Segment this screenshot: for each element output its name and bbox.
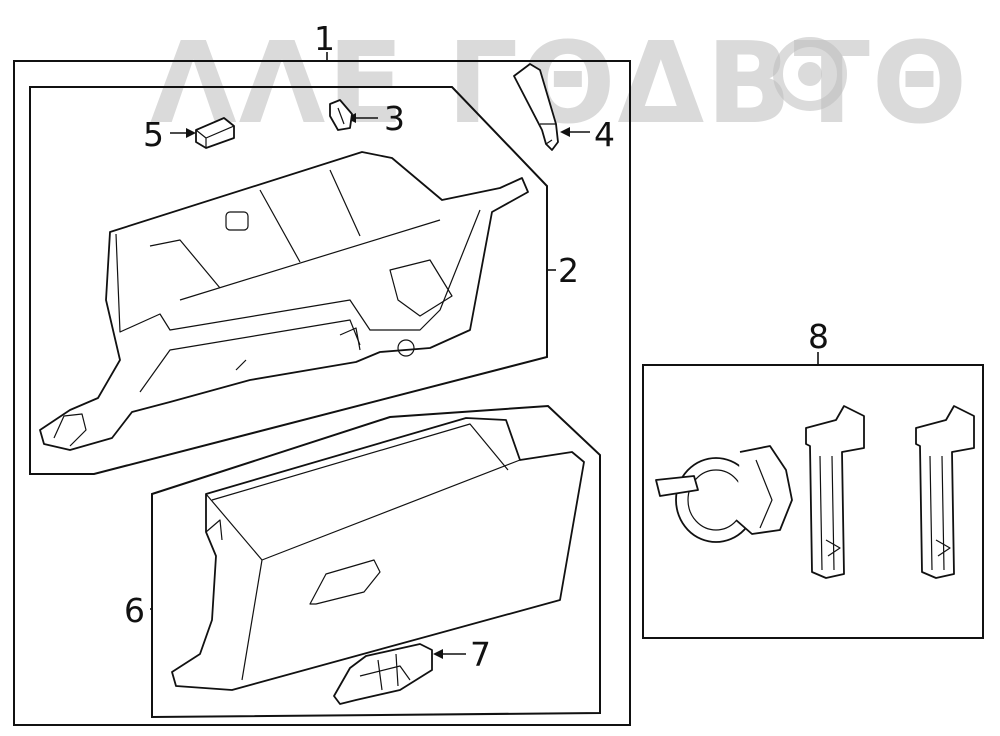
stopper-part-5 xyxy=(195,117,235,149)
clip-part-3 xyxy=(329,99,353,131)
watermark: ΛΛΕ ΓΘΔΒΤΘ xyxy=(150,19,969,149)
callout-6: 6 xyxy=(124,591,145,630)
callout-2: 2 xyxy=(558,251,579,290)
frame-2 xyxy=(29,86,548,475)
callout-7: 7 xyxy=(470,635,491,674)
glove-box-door xyxy=(171,417,585,691)
outer-frame-1 xyxy=(13,60,631,726)
frame-6 xyxy=(151,404,601,719)
callout-4: 4 xyxy=(594,115,615,154)
glove-box-housing xyxy=(39,151,529,451)
callout-5: 5 xyxy=(143,115,164,154)
latch-part-7 xyxy=(333,643,433,705)
callout-8: 8 xyxy=(808,317,829,356)
frame-8 xyxy=(642,364,984,639)
svg-text:ΛΛΕ ΓΘΔΒΤΘ: ΛΛΕ ΓΘΔΒΤΘ xyxy=(150,19,969,149)
callout-3: 3 xyxy=(384,99,405,138)
lock-set-part-8 xyxy=(655,405,975,579)
callout-1: 1 xyxy=(314,19,335,58)
damper-part-4 xyxy=(513,63,559,151)
